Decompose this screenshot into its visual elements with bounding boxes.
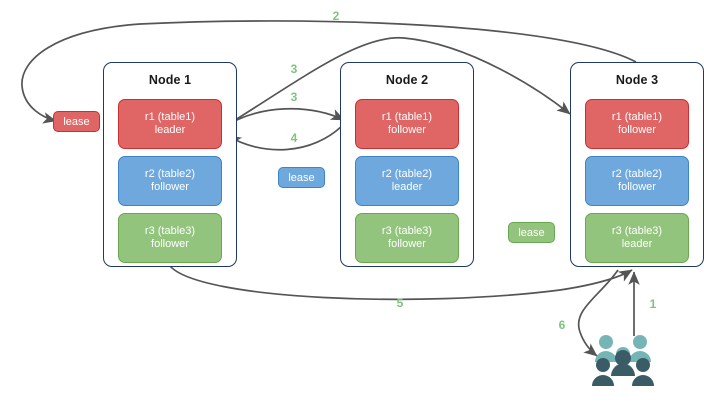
- edge-label-3b: 3: [286, 90, 302, 104]
- lease-badge-table3[interactable]: lease: [508, 222, 555, 243]
- node-title: Node 1: [148, 73, 192, 87]
- edge-label-6: 6: [554, 318, 570, 332]
- edge-label-4: 4: [286, 131, 302, 145]
- replica-node2-r2[interactable]: r2 (table2) leader: [355, 156, 459, 206]
- edge-3b-path: [223, 107, 345, 128]
- replica-line-2: follower: [618, 181, 656, 193]
- edge-5-path: [169, 265, 633, 301]
- node-card-node-2[interactable]: Node 2 r1 (table1) follower r2 (table2) …: [340, 62, 474, 267]
- edge-label-text: 5: [396, 296, 404, 310]
- edge-label-1: 1: [645, 297, 661, 311]
- edge-label-5: 5: [392, 296, 408, 310]
- replica-line-2: follower: [151, 181, 189, 193]
- replica-node3-r2[interactable]: r2 (table2) follower: [585, 156, 689, 206]
- replica-node3-r1[interactable]: r1 (table1) follower: [585, 99, 689, 149]
- lease-badge-table1[interactable]: lease: [53, 111, 100, 132]
- replica-node1-r3[interactable]: r3 (table3) follower: [118, 213, 222, 263]
- replica-line-1: r2 (table2): [381, 167, 433, 180]
- replica-line-1: r3 (table3): [144, 224, 196, 237]
- node-card-node-1[interactable]: Node 1 r1 (table1) leader r2 (table2) fo…: [103, 62, 237, 267]
- replica-line-2: leader: [391, 181, 423, 193]
- replica-line-2: follower: [618, 124, 656, 136]
- replica-line-1: r2 (table2): [144, 167, 196, 180]
- node-title: Node 3: [615, 73, 659, 87]
- edge-label-text: 2: [332, 9, 340, 23]
- replica-line-2: follower: [388, 238, 426, 250]
- lease-label: lease: [288, 171, 315, 184]
- replica-line-1: r1 (table1): [381, 110, 433, 123]
- lease-label: lease: [518, 226, 545, 239]
- replica-line-1: r1 (table1): [611, 110, 663, 123]
- replica-line-1: r3 (table3): [381, 224, 433, 237]
- replica-line-2: follower: [388, 124, 426, 136]
- replica-node2-r1[interactable]: r1 (table1) follower: [355, 99, 459, 149]
- replica-line-1: r3 (table3): [611, 224, 663, 237]
- edge-label-text: 6: [558, 318, 566, 332]
- edge-label-text: 3: [290, 90, 298, 104]
- edge-label-text: 4: [290, 131, 298, 145]
- replica-line-2: leader: [154, 124, 186, 136]
- replica-node1-r2[interactable]: r2 (table2) follower: [118, 156, 222, 206]
- replica-node3-r3[interactable]: r3 (table3) leader: [585, 213, 689, 263]
- edge-label-text: 1: [649, 297, 657, 311]
- replica-node1-r1[interactable]: r1 (table1) leader: [118, 99, 222, 149]
- replica-line-2: leader: [621, 238, 653, 250]
- lease-badge-table2[interactable]: lease: [278, 167, 325, 188]
- node-card-node-3[interactable]: Node 3 r1 (table1) follower r2 (table2) …: [570, 62, 704, 267]
- users-group[interactable]: [592, 332, 654, 388]
- edge-label-2: 2: [328, 9, 344, 23]
- replica-node2-r3[interactable]: r3 (table3) follower: [355, 213, 459, 263]
- replica-line-1: r1 (table1): [144, 110, 196, 123]
- replica-line-2: follower: [151, 238, 189, 250]
- node-title: Node 2: [385, 73, 429, 87]
- edge-label-text: 3: [290, 62, 298, 76]
- lease-label: lease: [63, 115, 90, 128]
- users-icon: [592, 335, 654, 386]
- edge-label-3a: 3: [286, 62, 302, 76]
- replica-line-1: r2 (table2): [611, 167, 663, 180]
